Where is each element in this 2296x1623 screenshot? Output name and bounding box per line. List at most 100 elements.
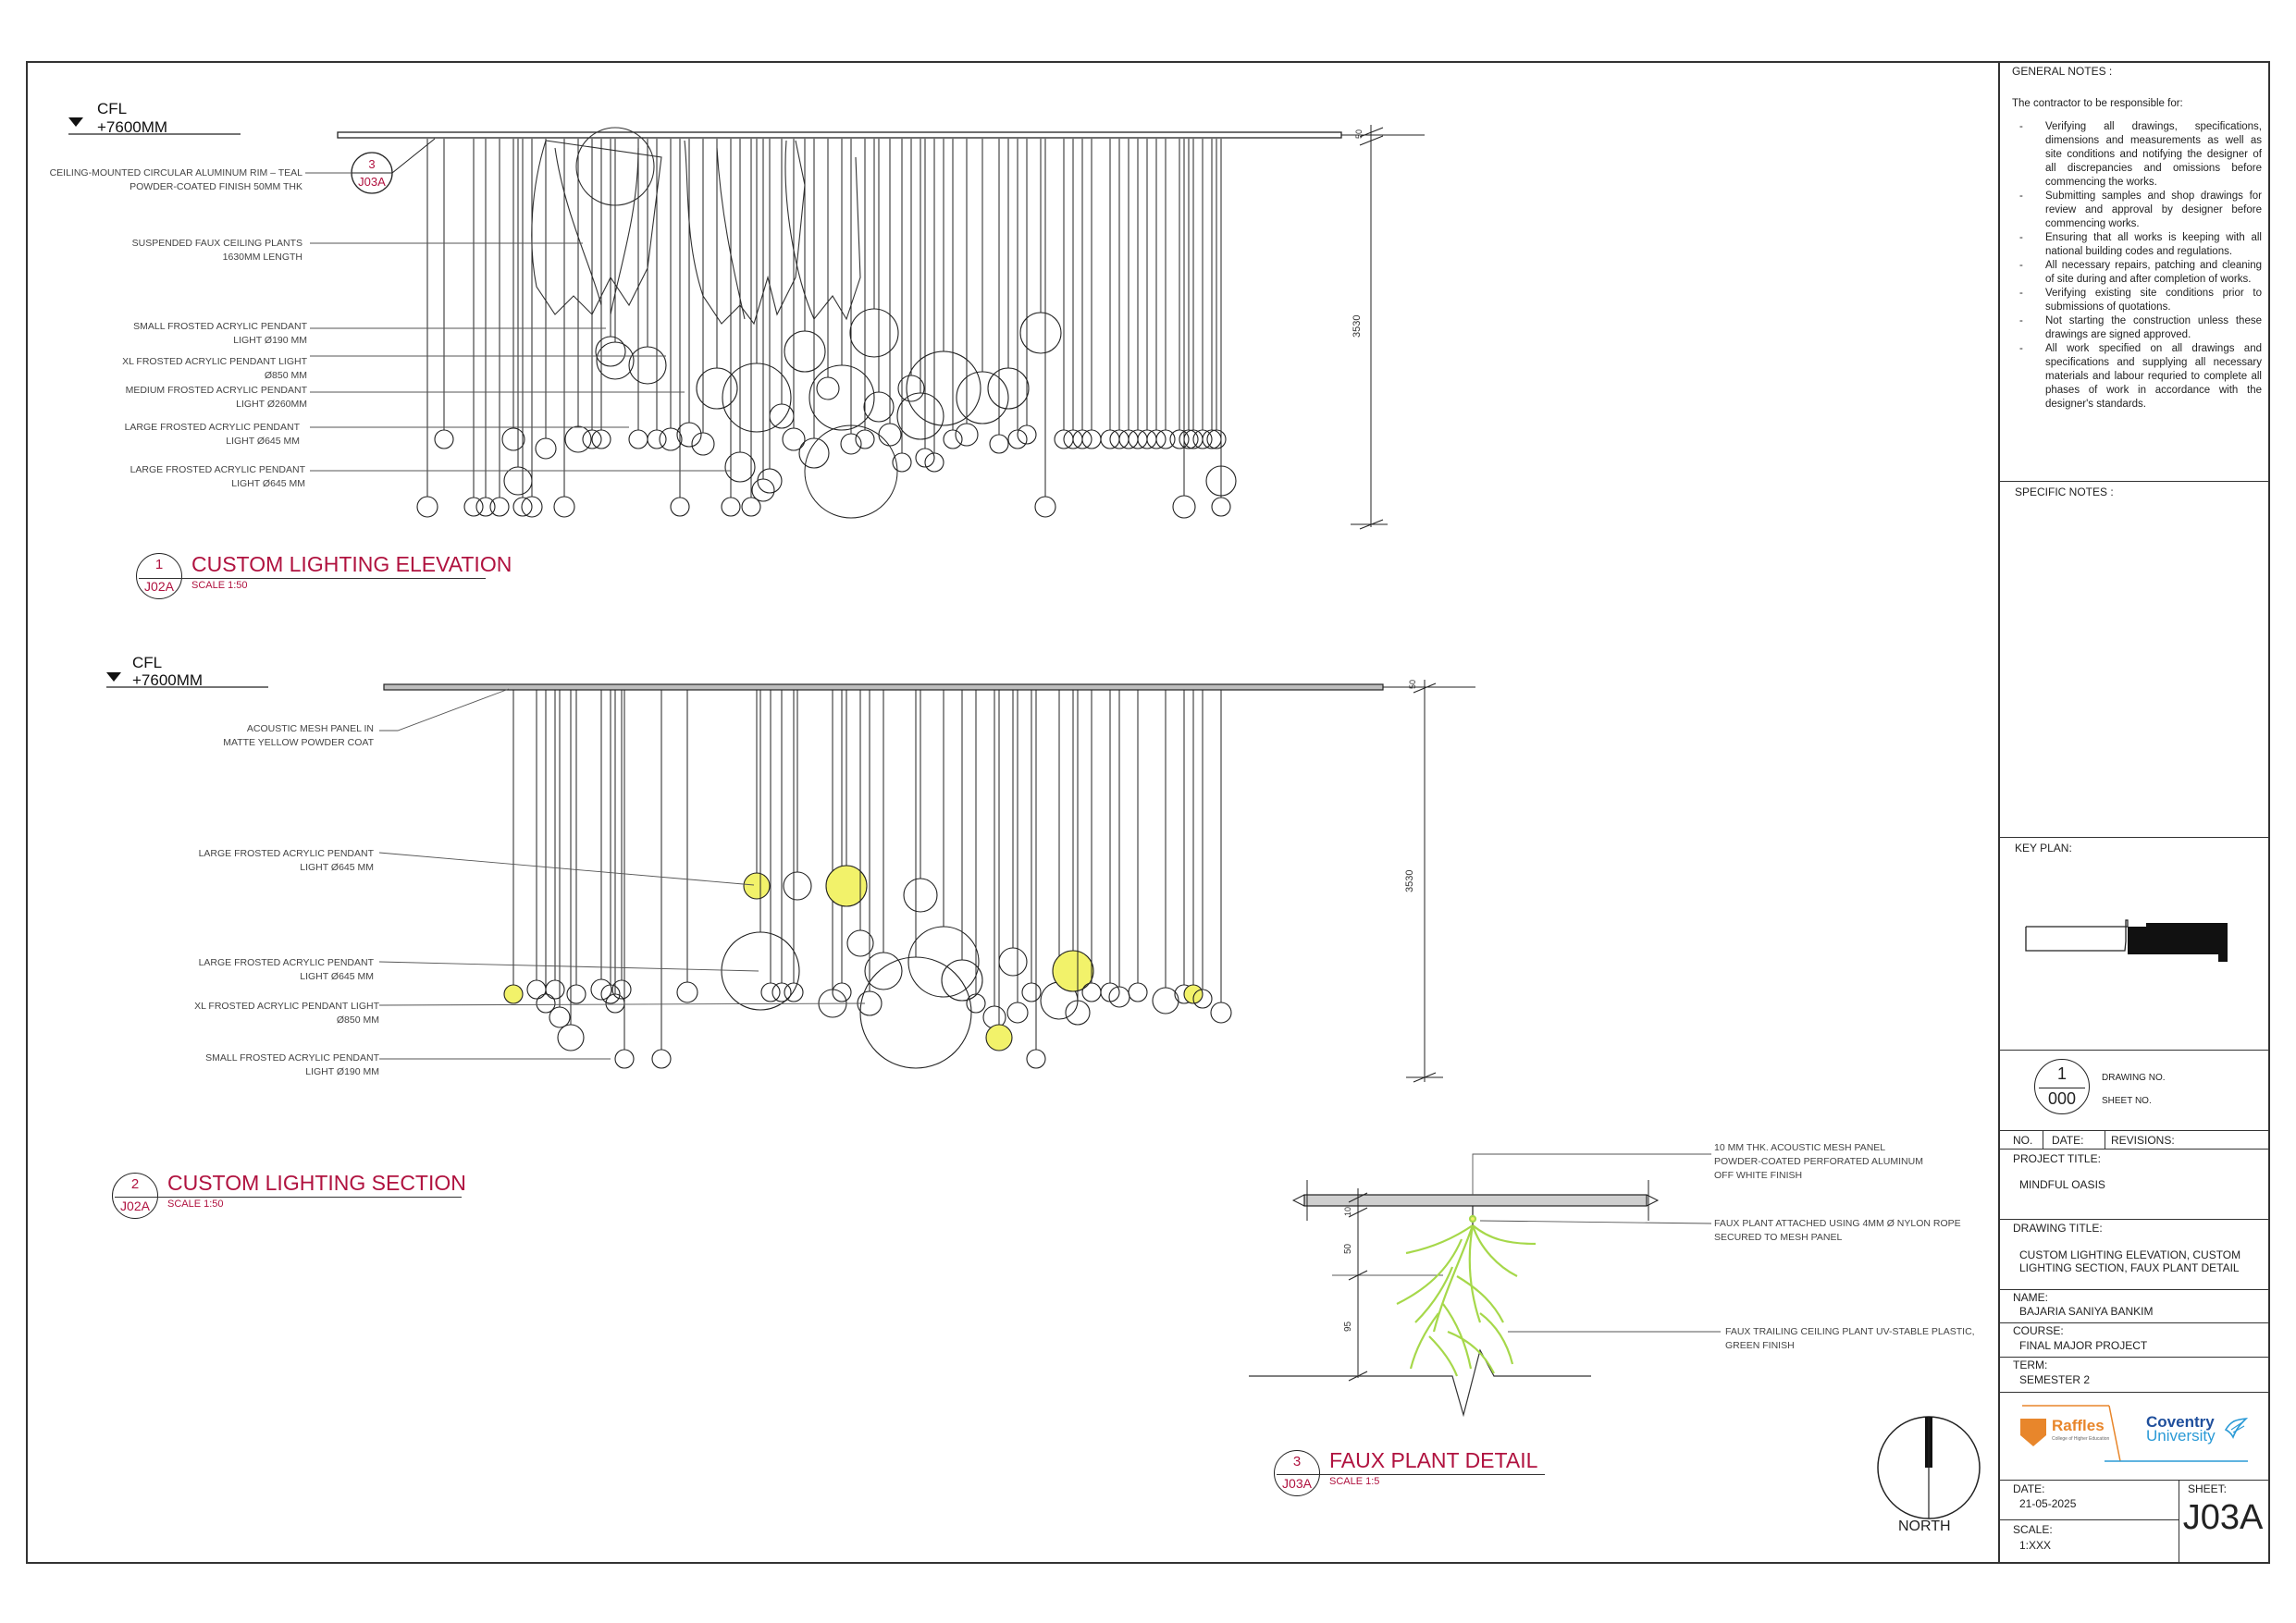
label-line: LARGE FROSTED ACRYLIC PENDANT xyxy=(198,957,374,968)
pendant-light xyxy=(590,978,612,1001)
label-line: CEILING-MOUNTED CIRCULAR ALUMINUM RIM – … xyxy=(49,167,302,178)
label-line: Ø850 MM xyxy=(336,1014,379,1026)
pendant-light xyxy=(676,981,698,1003)
level-label: CFL xyxy=(97,100,127,117)
pendant-light xyxy=(1034,496,1056,518)
project-title: MINDFUL OASIS xyxy=(2019,1178,2105,1191)
pendant-light xyxy=(721,931,800,1011)
section-leaders xyxy=(378,688,866,1060)
date-label: DATE: xyxy=(2013,1482,2045,1495)
pendant-light xyxy=(1169,429,1190,449)
label-line: POWDER-COATED FINISH 50MM THK xyxy=(130,181,302,192)
level-value: +7600MM xyxy=(132,671,203,689)
label-line: SMALL FROSTED ACRYLIC PENDANT xyxy=(205,1052,379,1064)
pendant-light xyxy=(596,341,635,380)
label-line: 1630MM LENGTH xyxy=(222,252,302,263)
pendant-light xyxy=(832,982,852,1002)
bubble-ref: J03A xyxy=(1282,1476,1312,1491)
pendant-light xyxy=(614,1049,635,1069)
pendant-light xyxy=(416,496,438,518)
drawing-frame xyxy=(26,61,2270,1564)
title-underline xyxy=(115,1197,462,1198)
faux-ceiling-plants xyxy=(531,127,861,326)
raffles-logo-sub: College of Higher Education xyxy=(2052,1436,2110,1442)
pendant-light xyxy=(1081,982,1102,1002)
pendant-light xyxy=(696,367,738,410)
level-marker-icon xyxy=(106,672,121,682)
label-line: LARGE FROSTED ACRYLIC PENDANT xyxy=(124,422,300,433)
pendant-light xyxy=(463,497,484,517)
section-title: CUSTOM LIGHTING SECTION xyxy=(167,1171,466,1195)
detail-scale: SCALE 1:5 xyxy=(1329,1476,1380,1487)
pendant-light xyxy=(501,427,525,451)
drawing-no-num: 1 xyxy=(2056,1064,2067,1083)
coventry-bird-icon xyxy=(2224,1417,2248,1439)
rev-date-label: DATE: xyxy=(2052,1134,2084,1147)
drawing-no-label: DRAWING NO. xyxy=(2102,1073,2166,1083)
pendant-light xyxy=(1072,429,1092,449)
divider xyxy=(1998,481,2270,482)
pendant-light xyxy=(896,392,944,440)
pendant-light xyxy=(846,929,874,957)
pendant-light xyxy=(595,336,626,367)
pendant-light xyxy=(489,497,510,517)
pendant-light xyxy=(987,367,1030,410)
elevation-scale: SCALE 1:50 xyxy=(191,580,248,591)
callout-num: 3 xyxy=(368,157,375,171)
label-line: Ø850 MM xyxy=(264,370,307,381)
pendant-light xyxy=(503,466,533,496)
pendant-light xyxy=(475,497,496,517)
title-underline xyxy=(139,578,486,579)
specific-notes-heading: SPECIFIC NOTES : xyxy=(2015,486,2114,498)
label-small-pendant-s: SMALL FROSTED ACRYLIC PENDANT LIGHT Ø190… xyxy=(74,1051,379,1079)
pendant-light xyxy=(782,427,806,451)
pendant-light xyxy=(691,432,715,456)
label-line: FAUX PLANT ATTACHED USING 4MM Ø NYLON RO… xyxy=(1714,1218,1961,1229)
pendant-light xyxy=(804,424,898,519)
pendant-light xyxy=(535,437,557,460)
label-line: LIGHT Ø190 MM xyxy=(233,335,307,346)
pendant-light xyxy=(521,496,543,518)
pendant-light xyxy=(722,363,792,433)
pendant-light xyxy=(743,872,771,900)
north-label: NORTH xyxy=(1898,1518,1951,1534)
elevation-title-bubble: 1 J02A xyxy=(136,553,182,599)
rev-no-label: NO. xyxy=(2013,1134,2033,1147)
pendant-light xyxy=(816,376,840,400)
label-faux-plants: SUSPENDED FAUX CEILING PLANTS 1630MM LEN… xyxy=(0,237,302,264)
pendant-light xyxy=(1026,1049,1046,1069)
pendant-light xyxy=(659,427,683,451)
label-line: SUSPENDED FAUX CEILING PLANTS xyxy=(131,238,302,249)
pendant-light xyxy=(956,371,1009,424)
pendant-light xyxy=(863,391,895,423)
pendant-light xyxy=(564,425,592,453)
drawing-title: CUSTOM LIGHTING ELEVATION, CUSTOM LIGHTI… xyxy=(2019,1248,2241,1274)
label-medium-pendant: MEDIUM FROSTED ACRYLIC PENDANT LIGHT Ø26… xyxy=(2,384,307,412)
coventry-logo-text-1: Coventry xyxy=(2146,1413,2215,1431)
divider xyxy=(1998,1480,2270,1481)
pendant-light xyxy=(526,979,547,1000)
detail-title: FAUX PLANT DETAIL xyxy=(1329,1448,1538,1472)
divider xyxy=(1998,1392,2270,1393)
pendant-light xyxy=(545,979,565,1000)
label-line: POWDER-COATED PERFORATED ALUMINUM xyxy=(1714,1156,1923,1167)
label-line: LIGHT Ø260MM xyxy=(236,399,307,410)
pendant-light xyxy=(1205,465,1237,497)
pendant-light xyxy=(611,979,632,1000)
note-item: All work specified on all drawings and s… xyxy=(2012,342,2262,412)
note-item: Not starting the construction unless the… xyxy=(2012,314,2262,342)
pendant-light xyxy=(566,984,586,1004)
pendant-light xyxy=(907,926,980,998)
pendant-light xyxy=(809,364,875,431)
pendant-light xyxy=(1021,982,1042,1002)
note-item: All necessary repairs, patching and clea… xyxy=(2012,259,2262,287)
section-title-bubble: 2 J02A xyxy=(112,1173,158,1219)
label-line: FAUX TRAILING CEILING PLANT UV-STABLE PL… xyxy=(1725,1326,1975,1337)
detail-dim-50: 50 xyxy=(1343,1243,1353,1254)
drawing-title-label: DRAWING TITLE: xyxy=(2013,1222,2103,1235)
pendant-light xyxy=(557,1024,585,1051)
pendant-light xyxy=(628,429,648,449)
ceiling-rim xyxy=(337,131,1342,139)
label-small-pendant: SMALL FROSTED ACRYLIC PENDANT LIGHT Ø190… xyxy=(2,320,307,348)
general-notes: GENERAL NOTES : The contractor to be res… xyxy=(2012,63,2262,412)
